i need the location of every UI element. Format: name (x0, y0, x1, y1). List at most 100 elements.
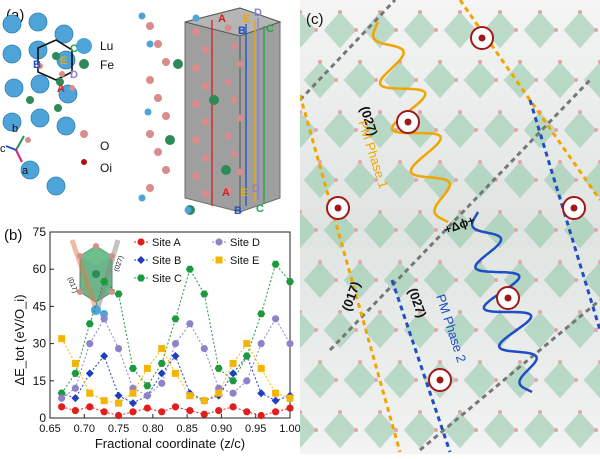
data-point (143, 382, 152, 390)
o-atom (534, 278, 538, 282)
lu-atom (30, 108, 50, 128)
series-site-c (57, 260, 294, 397)
octahedron (403, 411, 437, 449)
o-atom (358, 360, 362, 364)
o-atom (318, 60, 322, 64)
octahedron (363, 11, 397, 49)
o-atom (494, 378, 498, 382)
target-marker (428, 368, 452, 392)
series-site-e (58, 335, 294, 407)
o-atom (438, 60, 442, 64)
data-point (171, 352, 180, 360)
octahedron (343, 161, 377, 199)
o-atom (514, 28, 518, 32)
site-d-bottom-cell: D (252, 183, 260, 195)
o-atom (418, 10, 422, 14)
unit-cell-atoms (138, 12, 244, 215)
data-point (171, 403, 180, 411)
x-tick-label: 0.75 (108, 423, 129, 435)
octahedron (323, 411, 357, 449)
data-point (100, 397, 108, 405)
legend-marker (137, 274, 145, 282)
o-atom (354, 128, 358, 132)
o-atom (224, 24, 232, 32)
o-atom (318, 360, 322, 364)
phase1-wave (371, 21, 452, 224)
legend-marker (215, 256, 223, 264)
octahedron (523, 411, 557, 449)
x-tick-label: 0.65 (39, 423, 60, 435)
octahedron (323, 111, 357, 149)
data-point (200, 397, 208, 405)
legend-label: Site E (230, 255, 259, 267)
o-atom (514, 128, 518, 132)
o-atom (224, 78, 232, 86)
data-point (286, 404, 294, 412)
o-atom (594, 228, 598, 232)
oi-legend-dot (81, 159, 87, 165)
legend-marker (137, 256, 145, 264)
octahedron (523, 311, 557, 349)
o-atom (230, 150, 238, 158)
o-atom (534, 78, 538, 82)
data-point (157, 369, 166, 378)
o-atom (438, 260, 442, 264)
data-point (200, 290, 209, 298)
octahedron (523, 211, 557, 249)
octahedron (323, 11, 357, 49)
o-atom (538, 10, 542, 14)
fe-atom (52, 52, 60, 60)
data-point (86, 389, 94, 397)
o-atom (574, 278, 578, 282)
data-point (71, 369, 80, 377)
octahedron (583, 161, 600, 199)
octahedron (583, 361, 600, 399)
octahedron (323, 311, 357, 349)
phase-illustration: (c) (027) (017) (027) PM Phase 1 PM Phas… (283, 0, 600, 454)
o-atom (224, 132, 232, 140)
octahedron (463, 61, 497, 99)
o-atom (494, 278, 498, 282)
o-atom (69, 85, 75, 91)
site-e-bottom-cell: E (240, 187, 247, 199)
o-atom (478, 160, 482, 164)
site-c-top: C (70, 43, 78, 55)
lu-atom (192, 14, 200, 22)
data-point (71, 384, 79, 392)
octahedron (303, 261, 337, 299)
o-atom (202, 82, 210, 90)
plot-frame (49, 231, 291, 419)
fe-legend-dot (79, 59, 89, 69)
octahedron (563, 311, 597, 349)
o-atom (202, 154, 210, 162)
data-point (71, 359, 79, 367)
axis-triad: b c a (0, 123, 29, 177)
data-point (129, 408, 137, 416)
o-atom (146, 130, 154, 138)
o-atom (438, 160, 442, 164)
o-atom (458, 10, 462, 14)
data-point (286, 340, 294, 348)
octahedron (483, 411, 517, 449)
octahedron (423, 261, 457, 299)
data-point (143, 364, 151, 372)
o-atom (358, 260, 362, 264)
inset-crystal: (017) (027) (66, 239, 125, 318)
octahedron (483, 211, 517, 249)
lu-legend-dot (76, 38, 92, 54)
o-atom (236, 60, 244, 68)
o-atom (414, 178, 418, 182)
octahedron (523, 11, 557, 49)
legend-oi: Oi (100, 161, 112, 175)
o-atom (378, 210, 382, 214)
data-point (100, 278, 109, 286)
series-site-a (58, 403, 294, 420)
o-atom (418, 410, 422, 414)
data-point (200, 410, 208, 418)
chart-series (57, 260, 294, 420)
o-atom (146, 76, 154, 84)
o-atom (414, 278, 418, 282)
o-atom (518, 360, 522, 364)
legend-item: Site E (212, 255, 259, 267)
